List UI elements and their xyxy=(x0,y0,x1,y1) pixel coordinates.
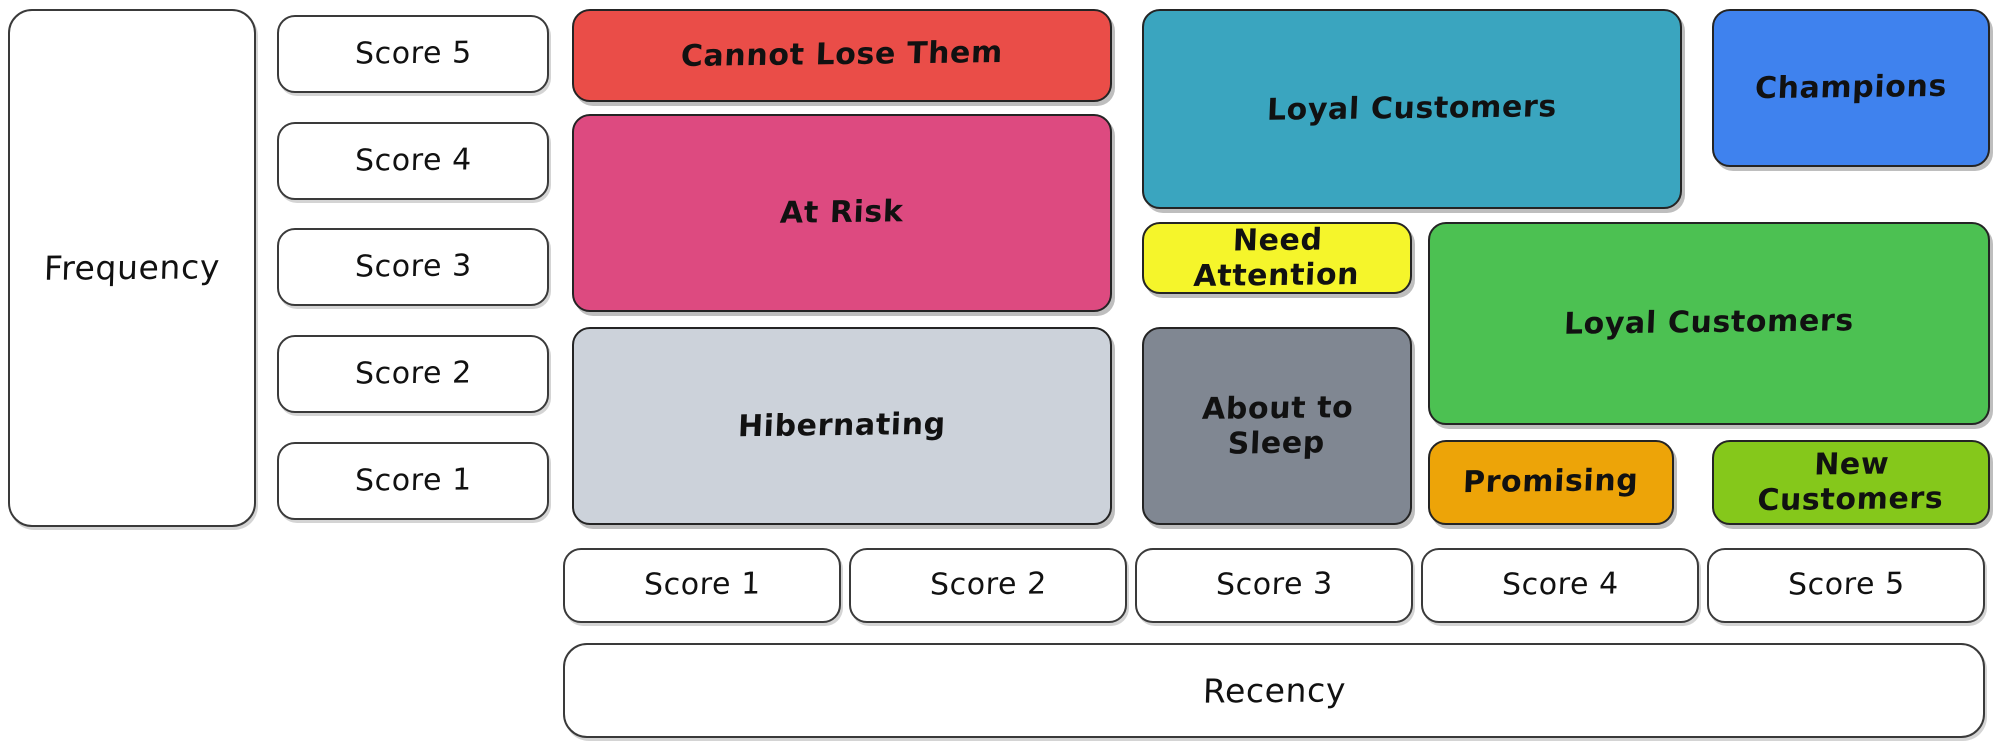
segment-promising[interactable]: Promising xyxy=(1428,440,1674,525)
segment-promising-label: Promising xyxy=(1462,463,1640,501)
frequency-score-4[interactable]: Score 4 xyxy=(277,122,549,200)
frequency-axis-label: Frequency xyxy=(8,9,256,527)
frequency-score-1[interactable]: Score 1 xyxy=(277,442,549,520)
frequency-score-5[interactable]: Score 5 xyxy=(277,15,549,93)
recency-score-1[interactable]: Score 1 xyxy=(563,548,841,623)
recency-score-2-label: Score 2 xyxy=(929,566,1047,603)
recency-score-5[interactable]: Score 5 xyxy=(1707,548,1985,623)
segment-loyal-customers-green-label: Loyal Customers xyxy=(1563,303,1855,343)
segment-hibernating[interactable]: Hibernating xyxy=(572,327,1112,525)
recency-score-4[interactable]: Score 4 xyxy=(1421,548,1699,623)
recency-score-2[interactable]: Score 2 xyxy=(849,548,1127,623)
segment-hibernating-label: Hibernating xyxy=(737,406,947,445)
segment-about-to-sleep-label: About to Sleep xyxy=(1201,389,1355,461)
recency-score-4-label: Score 4 xyxy=(1501,566,1619,603)
segment-need-attention[interactable]: Need Attention xyxy=(1142,222,1412,294)
segment-cannot-lose-them[interactable]: Cannot Lose Them xyxy=(572,9,1112,102)
segment-cannot-lose-them-label: Cannot Lose Them xyxy=(680,35,1004,75)
recency-score-1-label: Score 1 xyxy=(643,566,761,603)
frequency-axis-text: Frequency xyxy=(43,247,221,288)
recency-score-3[interactable]: Score 3 xyxy=(1135,548,1413,623)
segment-new-customers-label: New Customers xyxy=(1756,446,1945,518)
segment-new-customers[interactable]: New Customers xyxy=(1712,440,1990,525)
recency-score-5-label: Score 5 xyxy=(1787,566,1905,603)
frequency-score-3-label: Score 3 xyxy=(354,248,472,285)
segment-loyal-customers-green[interactable]: Loyal Customers xyxy=(1428,222,1990,425)
segment-at-risk[interactable]: At Risk xyxy=(572,114,1112,312)
segment-loyal-customers-teal[interactable]: Loyal Customers xyxy=(1142,9,1682,209)
segment-champions-label: Champions xyxy=(1754,68,1948,106)
recency-axis-label: Recency xyxy=(563,643,1985,738)
recency-score-3-label: Score 3 xyxy=(1215,566,1333,603)
frequency-score-4-label: Score 4 xyxy=(354,142,472,179)
segment-at-risk-label: At Risk xyxy=(779,193,905,231)
segment-champions[interactable]: Champions xyxy=(1712,9,1990,167)
segment-loyal-customers-teal-label: Loyal Customers xyxy=(1266,88,1558,128)
frequency-score-3[interactable]: Score 3 xyxy=(277,228,549,306)
frequency-score-2[interactable]: Score 2 xyxy=(277,335,549,413)
recency-axis-text: Recency xyxy=(1201,669,1347,711)
frequency-score-5-label: Score 5 xyxy=(354,35,472,72)
segment-need-attention-label: Need Attention xyxy=(1192,221,1360,294)
frequency-score-1-label: Score 1 xyxy=(354,462,472,499)
segment-about-to-sleep[interactable]: About to Sleep xyxy=(1142,327,1412,525)
frequency-score-2-label: Score 2 xyxy=(354,355,472,392)
